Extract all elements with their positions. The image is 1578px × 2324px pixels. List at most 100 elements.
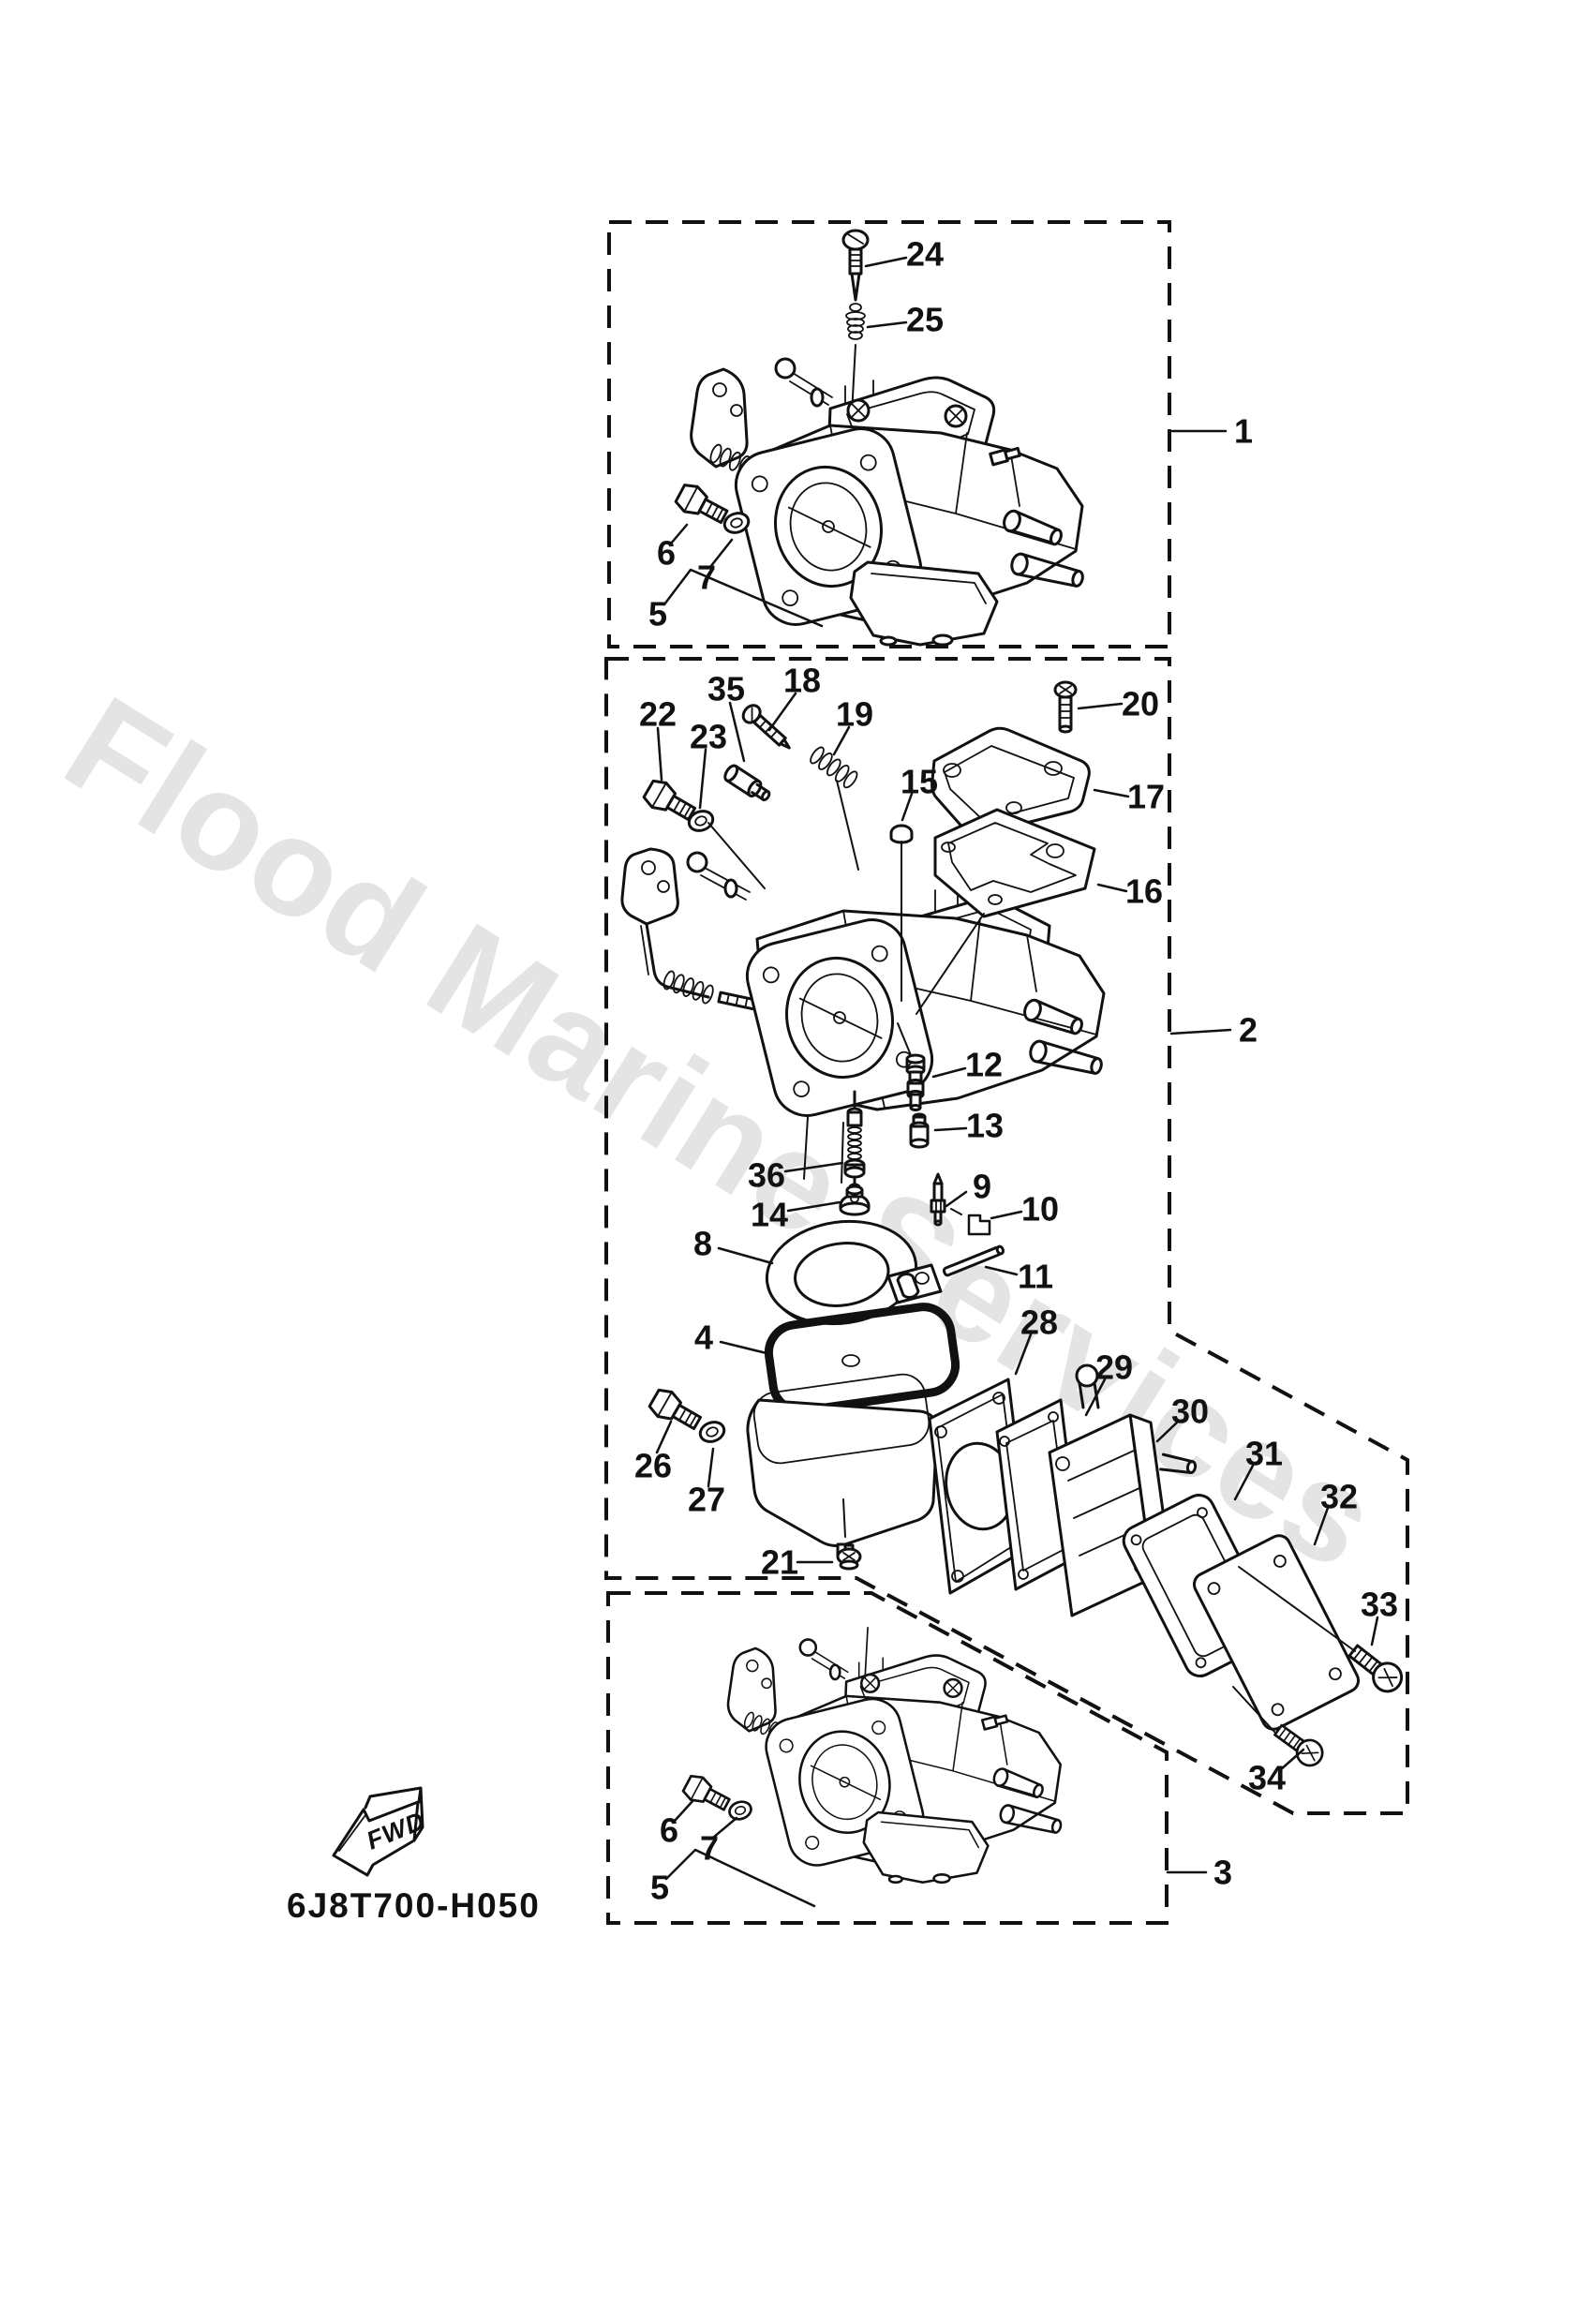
callout-leader-13 xyxy=(933,1126,968,1132)
callout-leader-6 xyxy=(673,1798,695,1823)
callout-label-8: 8 xyxy=(693,1225,712,1263)
part-36-needle-jet xyxy=(843,1090,866,1192)
part-15-plug xyxy=(889,824,914,844)
drawing-part-code: 6J8T700-H050 xyxy=(287,1886,541,1925)
callout-leader-5 xyxy=(662,568,824,628)
callout-leader-5 xyxy=(664,1848,816,1908)
callout-30: 30 xyxy=(1155,1393,1209,1443)
part-17-cover-plate xyxy=(930,726,1091,837)
carburetor-body xyxy=(620,847,1106,1184)
callout-leader-34 xyxy=(1278,1748,1305,1772)
part-25-spring xyxy=(845,303,866,340)
callout-2: 2 xyxy=(1169,1011,1258,1050)
callout-label-24: 24 xyxy=(906,235,944,274)
callout-leader-4 xyxy=(719,1340,772,1356)
callout-27: 27 xyxy=(688,1447,725,1519)
callout-label-9: 9 xyxy=(973,1168,991,1206)
callout-34: 34 xyxy=(1248,1748,1305,1797)
callout-label-7: 7 xyxy=(697,559,716,597)
callout-label-4: 4 xyxy=(694,1318,713,1357)
callout-8: 8 xyxy=(693,1225,774,1265)
callout-20: 20 xyxy=(1077,685,1159,723)
callout-leader-15 xyxy=(901,792,914,822)
callout-label-11: 11 xyxy=(1018,1258,1053,1296)
callout-29: 29 xyxy=(1084,1348,1133,1417)
callout-label-20: 20 xyxy=(1122,685,1159,723)
callout-label-30: 30 xyxy=(1171,1393,1209,1431)
callout-label-32: 32 xyxy=(1320,1478,1358,1516)
callout-label-22: 22 xyxy=(639,695,677,734)
callout-label-23: 23 xyxy=(690,718,727,756)
callout-label-6: 6 xyxy=(660,1811,678,1850)
callout-leader-17 xyxy=(1093,788,1130,798)
callout-leader-31 xyxy=(1233,1464,1255,1501)
part-10-clip xyxy=(967,1214,991,1236)
callout-leader-32 xyxy=(1313,1506,1330,1546)
callout-leader-2 xyxy=(1169,1028,1232,1035)
callout-leader-10 xyxy=(990,1210,1023,1220)
callout-leader-19 xyxy=(832,725,851,756)
callout-label-14: 14 xyxy=(751,1196,788,1234)
callout-leader-29 xyxy=(1084,1378,1107,1417)
callout-label-26: 26 xyxy=(634,1447,672,1485)
callout-25: 25 xyxy=(866,301,944,339)
callout-label-7: 7 xyxy=(700,1829,719,1868)
callout-leader-6 xyxy=(669,523,689,545)
callout-leader-14 xyxy=(786,1200,841,1213)
part-13-main-jet xyxy=(909,1112,930,1149)
part-21-drain-screw xyxy=(836,1543,862,1571)
callout-leader-7 xyxy=(711,1816,738,1840)
callout-label-16: 16 xyxy=(1125,872,1163,911)
callout-leader-8 xyxy=(717,1246,774,1265)
callout-leader-23 xyxy=(698,748,707,810)
part-11-float-pin xyxy=(942,1244,1005,1277)
callout-35: 35 xyxy=(707,670,746,763)
callout-label-12: 12 xyxy=(965,1046,1003,1084)
part-19-spring xyxy=(807,744,861,791)
callout-19: 19 xyxy=(832,695,873,756)
fwd-arrow: FWD xyxy=(332,1786,429,1877)
assembly-axis-lines xyxy=(707,780,1356,1733)
part-24-pilot-screw xyxy=(841,229,870,302)
callout-label-27: 27 xyxy=(688,1481,725,1519)
callout-label-21: 21 xyxy=(761,1543,798,1582)
assembly-box-3 xyxy=(606,1591,1169,1925)
callout-11: 11 xyxy=(984,1258,1053,1296)
part-18-screw xyxy=(741,704,791,750)
callout-label-36: 36 xyxy=(748,1156,785,1195)
callout-label-5: 5 xyxy=(650,1869,669,1907)
part-8-float xyxy=(765,1219,943,1326)
callout-15: 15 xyxy=(901,763,938,822)
watermark-text: Flood Marine Services xyxy=(40,667,1404,1600)
callout-label-1: 1 xyxy=(1234,412,1253,451)
callout-leader-7 xyxy=(708,538,734,569)
part-20-screw xyxy=(1053,680,1078,734)
part-12-main-nozzle xyxy=(905,1053,926,1111)
callout-leader-30 xyxy=(1155,1420,1180,1443)
callout-13: 13 xyxy=(933,1107,1004,1145)
callout-label-2: 2 xyxy=(1239,1011,1258,1050)
callout-18: 18 xyxy=(767,662,821,732)
callout-16: 16 xyxy=(1096,872,1163,911)
callout-leader-28 xyxy=(1014,1333,1033,1376)
callout-7: 7 xyxy=(697,538,734,597)
part-14-plug-screw xyxy=(839,1184,871,1216)
callout-label-25: 25 xyxy=(906,301,944,339)
callout-6: 6 xyxy=(660,1798,695,1850)
callout-label-33: 33 xyxy=(1361,1586,1398,1624)
callout-label-5: 5 xyxy=(648,595,667,633)
callout-leader-20 xyxy=(1077,702,1124,710)
callout-leader-24 xyxy=(864,256,908,268)
callout-5: 5 xyxy=(650,1848,816,1908)
callout-label-10: 10 xyxy=(1021,1190,1059,1229)
callout-leader-25 xyxy=(866,320,908,329)
callout-label-35: 35 xyxy=(707,670,745,708)
assembly-box-2 xyxy=(604,657,1409,1815)
callout-label-31: 31 xyxy=(1245,1435,1283,1473)
callout-leader-22 xyxy=(656,726,663,782)
callout-label-6: 6 xyxy=(657,534,676,573)
callout-label-18: 18 xyxy=(783,662,821,700)
callout-label-34: 34 xyxy=(1248,1759,1286,1797)
